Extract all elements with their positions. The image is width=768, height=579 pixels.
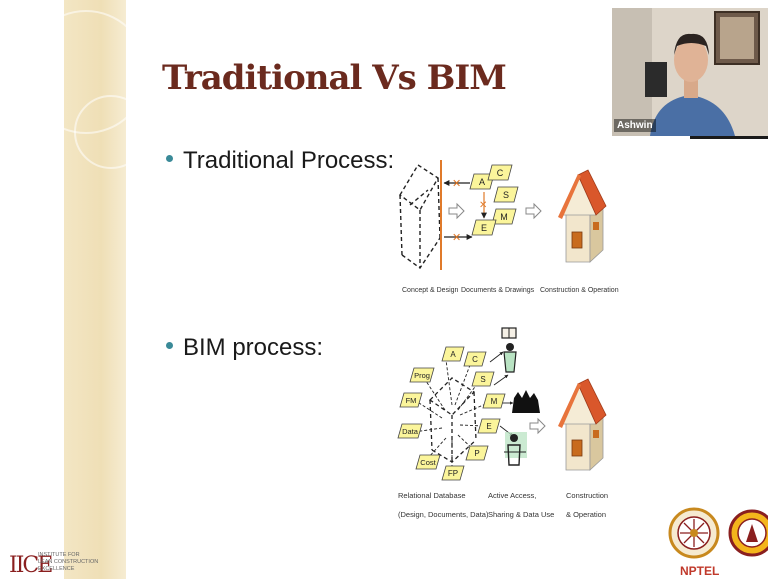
bim-node-p: P: [465, 445, 489, 461]
bim-node-m: M: [482, 393, 506, 409]
bim-node-e: E: [477, 418, 501, 434]
hollow-arrow: [448, 202, 465, 220]
slide-title: Traditional Vs BIM: [162, 58, 507, 98]
trad-node-s: S: [493, 186, 519, 203]
bullet-bim: BIM process:: [166, 334, 323, 362]
ilce-logo: IICE: [8, 546, 54, 578]
concept-design-wireframe: [399, 164, 441, 269]
svg-text:E: E: [486, 422, 491, 431]
caption-relational-database: Relational Database: [398, 491, 466, 500]
svg-text:S: S: [480, 375, 485, 384]
caption-design-documents-data: (Design, Documents, Data): [398, 510, 489, 519]
iit-madras-logo: [668, 507, 720, 559]
traditional-diagram: ✕ ✕ ✕ A C S M E: [399, 160, 619, 294]
webcam-name-label: Ashwin: [614, 119, 656, 132]
bim-node-a: A: [441, 346, 465, 362]
ilce-caption-line: INSTITUTE FOR: [38, 552, 80, 558]
svg-text:E: E: [481, 223, 487, 233]
svg-text:C: C: [497, 168, 504, 178]
svg-text:S: S: [503, 190, 509, 200]
svg-text:A: A: [450, 350, 456, 359]
svg-text:Prog: Prog: [414, 371, 430, 380]
bullet-traditional-text: Traditional Process:: [183, 147, 395, 174]
caption-and-operation: & Operation: [566, 510, 606, 519]
svg-text:FM: FM: [406, 396, 417, 405]
svg-text:M: M: [491, 397, 498, 406]
svg-text:Cost: Cost: [420, 458, 436, 467]
networked-user-icon: [504, 432, 527, 466]
cross-mark: ✕: [479, 200, 487, 211]
svg-text:P: P: [474, 449, 479, 458]
svg-text:FP: FP: [448, 469, 458, 478]
trad-node-a: A: [469, 173, 495, 190]
svg-text:A: A: [479, 177, 485, 187]
bim-node-cost: Cost: [415, 454, 441, 470]
bullet-bim-text: BIM process:: [183, 334, 324, 361]
svg-text:IICE: IICE: [9, 553, 52, 578]
bullet-dot: [166, 342, 173, 350]
svg-text:C: C: [472, 355, 478, 364]
caption-sharing-data-use: Sharing & Data Use: [488, 510, 554, 519]
caption-active-access: Active Access,: [488, 491, 536, 500]
cross-mark: ✕: [452, 177, 461, 190]
hollow-arrow: [529, 417, 546, 435]
bim-diagram: A C S M E P FP Cost: [397, 327, 608, 519]
bim-node-c: C: [463, 351, 487, 367]
slide-sidebar-decoration: [24, 0, 148, 579]
bullet-traditional: Traditional Process:: [166, 147, 394, 175]
caption-concept-design: Concept & Design: [402, 287, 459, 294]
svg-text:Data: Data: [402, 427, 419, 436]
nptel-label: NPTEL: [680, 564, 720, 578]
bim-node-s: S: [471, 371, 495, 387]
meeting-group-icon: [512, 390, 540, 413]
house-icon: [558, 169, 607, 263]
bim-node-fm: FM: [399, 392, 423, 408]
caption-construction: Construction: [566, 491, 608, 500]
bim-node-data: Data: [397, 423, 423, 439]
bim-node-prog: Prog: [409, 367, 435, 383]
cross-mark: ✕: [452, 231, 461, 244]
caption-construction-operation: Construction & Operation: [540, 287, 619, 294]
webcam-scene: [612, 8, 768, 136]
house-icon: [558, 378, 607, 471]
partner-institute-logo: [728, 509, 768, 557]
ilce-caption: INSTITUTE FOR LEAN CONSTRUCTION EXCELLEN…: [38, 552, 98, 573]
bim-node-fp: FP: [441, 465, 465, 481]
ilce-caption-line: LEAN CONSTRUCTION: [38, 559, 99, 565]
hollow-arrow: [525, 202, 542, 220]
book-reader-icon: [501, 327, 517, 373]
webcam-bottom-bar: [690, 136, 768, 139]
trad-node-c: C: [487, 164, 513, 181]
bullet-dot: [166, 155, 173, 163]
caption-documents-drawings: Documents & Drawings: [461, 287, 535, 294]
trad-node-e: E: [471, 219, 497, 236]
svg-text:M: M: [500, 212, 508, 222]
ilce-caption-line: EXCELLENCE: [38, 566, 75, 572]
trad-node-m: M: [491, 208, 517, 225]
